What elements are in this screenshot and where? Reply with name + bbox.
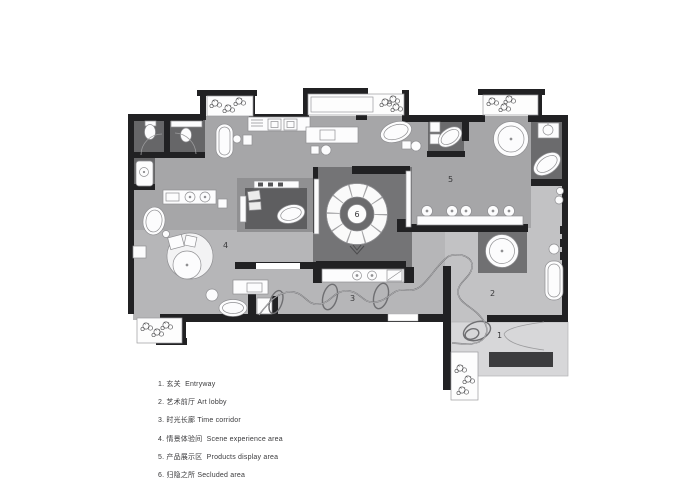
room-marker-5: 5 xyxy=(448,175,453,184)
toilet-icon xyxy=(144,120,157,140)
door-slot xyxy=(256,263,300,269)
kitchen-counter xyxy=(247,116,311,132)
round-lounge xyxy=(166,232,214,280)
room-marker-2: 2 xyxy=(490,289,495,298)
room-marker-1: 1 xyxy=(497,331,502,340)
room-markers: 1 2 3 4 5 6 xyxy=(223,175,502,340)
wall xyxy=(531,179,568,186)
niche-washstand xyxy=(533,122,561,176)
round-tub-icon xyxy=(493,121,529,157)
planter-inner xyxy=(310,96,374,113)
door-swing-arc xyxy=(503,321,545,351)
wall-center-top xyxy=(352,166,410,174)
wall-center-bottom xyxy=(316,261,406,269)
wall-entry-partition xyxy=(443,266,451,390)
wall xyxy=(462,117,469,141)
bathtub-icon xyxy=(142,206,166,236)
wall xyxy=(272,296,278,318)
ribbon-loop xyxy=(321,283,339,311)
washbasin-icon xyxy=(135,160,154,187)
wall-display-divider xyxy=(397,224,528,232)
ribbon-loop xyxy=(372,282,390,310)
planter-wall xyxy=(478,89,545,95)
room-marker-3: 3 xyxy=(350,294,355,303)
planter-wall xyxy=(536,95,542,122)
bathtub-icon xyxy=(380,120,422,152)
display-counter xyxy=(321,268,405,283)
arrow-down-icon xyxy=(349,244,365,255)
niche-tub xyxy=(429,121,463,148)
planters xyxy=(136,93,539,401)
planter-box xyxy=(482,94,539,116)
round-tub-icon xyxy=(485,234,519,268)
ribbon-loop xyxy=(462,320,492,342)
wall xyxy=(134,152,205,158)
room-marker-4: 4 xyxy=(223,241,228,250)
vanity-double-sink xyxy=(162,189,228,209)
wall xyxy=(128,184,155,190)
ribbon-loop xyxy=(268,289,284,315)
door-leaf xyxy=(405,170,412,228)
legend-item-entryway: 1. 玄关 Entryway xyxy=(158,381,216,388)
planter-wall xyxy=(197,90,257,96)
right-column-fixtures xyxy=(544,187,566,301)
wall xyxy=(427,151,465,157)
stool-icon xyxy=(232,134,242,144)
stool-icon xyxy=(205,288,219,302)
legend: 1. 玄关 Entryway 2. 艺术前厅 Art lobby 3. 时光长廊… xyxy=(158,376,283,485)
planter-box xyxy=(307,93,405,116)
wall xyxy=(356,112,367,120)
wall-bottom xyxy=(160,314,445,322)
stool-icon xyxy=(162,230,170,238)
bathtub-icon xyxy=(218,299,248,317)
door-leaf xyxy=(313,178,320,235)
side-table xyxy=(132,245,147,259)
legend-item-secluded-area: 6. 归隐之所 Secluded area xyxy=(158,471,246,479)
ribbon-artwork xyxy=(258,254,545,351)
bed-fixtures xyxy=(239,180,306,224)
fixtures xyxy=(132,116,566,317)
island-counter xyxy=(305,126,359,156)
entry-bench-wall xyxy=(489,352,553,367)
wall-right xyxy=(562,115,568,322)
legend-item-art-lobby: 2. 艺术前厅 Art lobby xyxy=(158,399,227,407)
wall-bottom-lobby xyxy=(487,315,568,322)
wall-left xyxy=(128,114,134,314)
cabinet xyxy=(256,297,273,315)
wall xyxy=(408,115,485,122)
planter-wall xyxy=(303,94,309,121)
wall-step xyxy=(179,318,186,344)
legend-item-products-area: 5. 产品展示区 Products display area xyxy=(158,453,279,461)
wall xyxy=(164,119,170,156)
legend-item-scene-area: 4. 情景体验间 Scene experience area xyxy=(158,435,283,443)
wall xyxy=(128,114,203,121)
wall xyxy=(528,115,568,122)
ribbon-loop xyxy=(464,328,480,340)
round-spa-feature xyxy=(326,183,388,245)
bathtub-icon xyxy=(215,123,234,159)
console-table xyxy=(232,279,269,295)
legend-item-time-corridor: 3. 时光长廊 Time corridor xyxy=(158,417,241,425)
planter-wall xyxy=(200,94,206,120)
planter-wall xyxy=(303,88,368,94)
wall xyxy=(404,267,414,283)
side-table xyxy=(242,134,253,146)
planter-wall xyxy=(402,90,409,122)
door-swing-arc xyxy=(140,132,197,156)
door-slot xyxy=(387,313,419,322)
room-marker-6: 6 xyxy=(354,210,359,219)
display-pedestals xyxy=(416,205,524,226)
wall xyxy=(248,294,256,318)
wall xyxy=(313,267,322,283)
